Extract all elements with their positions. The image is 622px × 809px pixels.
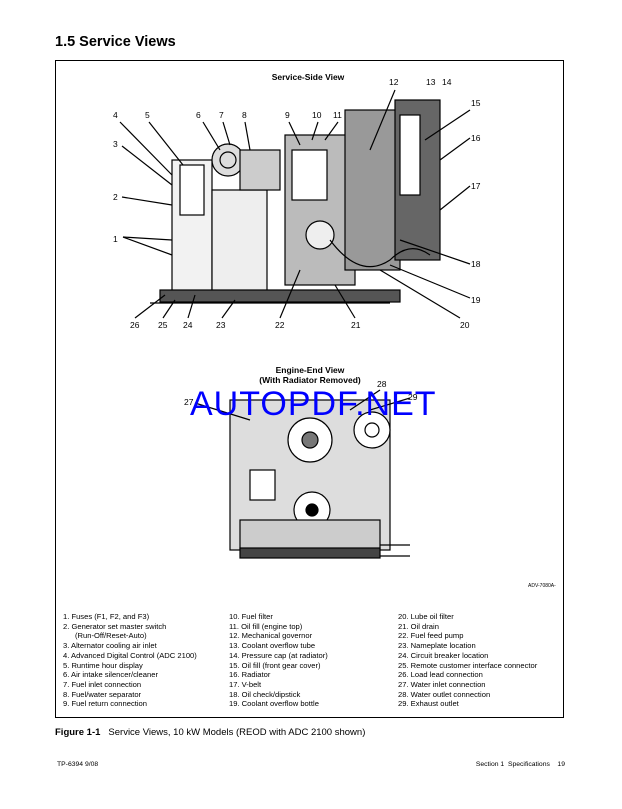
- callout-9: 9: [285, 110, 290, 120]
- legend-item: 22. Fuel feed pump: [398, 631, 464, 641]
- callout-26: 26: [130, 320, 140, 330]
- legend-item: 29. Exhaust outlet: [398, 699, 459, 709]
- legend-item: (Run-Off/Reset-Auto): [75, 631, 147, 641]
- legend-item: 25. Remote customer interface connector: [398, 660, 538, 670]
- callout-11: 11: [333, 110, 342, 120]
- legend-item: 21. Oil drain: [398, 621, 439, 631]
- legend-item: 14. Pressure cap (at radiator): [229, 650, 328, 660]
- legend-column-2: 10. Fuel filter 11. Oil fill (engine top…: [229, 612, 328, 709]
- callout-22: 22: [275, 320, 285, 330]
- callout-29: 29: [408, 392, 418, 402]
- callout-23: 23: [216, 320, 226, 330]
- figure-caption: Figure 1-1 Service Views, 10 kW Models (R…: [55, 727, 365, 738]
- callout-25: 25: [158, 320, 168, 330]
- legend-item: 4. Advanced Digital Control (ADC 2100): [63, 650, 197, 660]
- callout-5: 5: [145, 110, 150, 120]
- callout-24: 24: [183, 320, 193, 330]
- legend-item: 23. Nameplate location: [398, 641, 476, 651]
- callout-18: 18: [471, 259, 481, 269]
- figure-caption-text: Service Views, 10 kW Models (REOD with A…: [108, 727, 366, 738]
- callout-7: 7: [219, 110, 224, 120]
- engine-end-view-subtitle: (With Radiator Removed): [259, 375, 361, 385]
- service-side-view-label: Service-Side View: [271, 72, 345, 82]
- footer-section-page: Section 1 Specifications 19: [475, 761, 565, 768]
- callout-8: 8: [242, 110, 247, 120]
- callout-19: 19: [471, 295, 481, 305]
- callout-17: 17: [471, 181, 481, 191]
- figure-frame: [55, 60, 564, 718]
- callout-28: 28: [377, 379, 387, 389]
- legend-column-3: 20. Lube oil filter 21. Oil drain 22. Fu…: [398, 612, 537, 709]
- legend-item: 8. Fuel/water separator: [63, 689, 142, 699]
- legend-column-1: 1. Fuses (F1, F2, and F3) 2. Generator s…: [63, 612, 197, 709]
- page-title: 1.5 Service Views: [55, 34, 176, 50]
- callout-27: 27: [184, 397, 194, 407]
- legend-item: 11. Oil fill (engine top): [229, 621, 303, 631]
- engine-end-view-label: Engine-End View (With Radiator Removed): [230, 365, 390, 385]
- drawing-number: ADV-7080A-: [528, 583, 556, 589]
- legend-item: 6. Air intake silencer/cleaner: [63, 670, 158, 680]
- callout-16: 16: [471, 133, 481, 143]
- callout-6: 6: [196, 110, 201, 120]
- legend-item: 7. Fuel inlet connection: [63, 679, 142, 689]
- legend-item: 20. Lube oil filter: [398, 612, 454, 621]
- footer-doc-id: TP-6394 9/08: [57, 761, 99, 768]
- callout-13: 13: [426, 77, 436, 87]
- callout-3: 3: [113, 139, 118, 149]
- legend-item: 26. Load lead connection: [398, 670, 483, 680]
- legend-item: 24. Circuit breaker location: [398, 650, 489, 660]
- callout-1: 1: [113, 234, 118, 244]
- legend-item: 3. Alternator cooling air inlet: [63, 641, 157, 651]
- engine-end-view-title: Engine-End View: [275, 365, 345, 375]
- legend-item: 19. Coolant overflow bottle: [229, 699, 319, 709]
- callout-12: 12: [389, 77, 399, 87]
- callout-4: 4: [113, 110, 118, 120]
- legend-item: 1. Fuses (F1, F2, and F3): [63, 612, 150, 621]
- legend-item: 18. Oil check/dipstick: [229, 689, 301, 699]
- legend-item: 2. Generator set master switch: [63, 621, 167, 631]
- callout-10: 10: [312, 110, 322, 120]
- watermark: AUTOPDF.NET: [190, 385, 437, 423]
- callout-14: 14: [442, 77, 452, 87]
- legend-item: 17. V-belt: [229, 679, 262, 689]
- callout-21: 21: [351, 320, 361, 330]
- legend-item: 15. Oil fill (front gear cover): [229, 660, 321, 670]
- callout-15: 15: [471, 98, 481, 108]
- callout-2: 2: [113, 192, 118, 202]
- legend-item: 27. Water inlet connection: [398, 679, 486, 689]
- legend-item: 5. Runtime hour display: [63, 660, 143, 670]
- legend-item: 12. Mechanical governor: [229, 631, 313, 641]
- legend-item: 16. Radiator: [229, 670, 271, 680]
- figure-label: Figure 1-1: [55, 727, 101, 738]
- callout-20: 20: [460, 320, 470, 330]
- legend-item: 28. Water outlet connection: [398, 689, 491, 699]
- legend-item: 10. Fuel filter: [229, 612, 273, 621]
- legend-item: 13. Coolant overflow tube: [229, 641, 316, 651]
- legend-item: 9. Fuel return connection: [63, 699, 148, 709]
